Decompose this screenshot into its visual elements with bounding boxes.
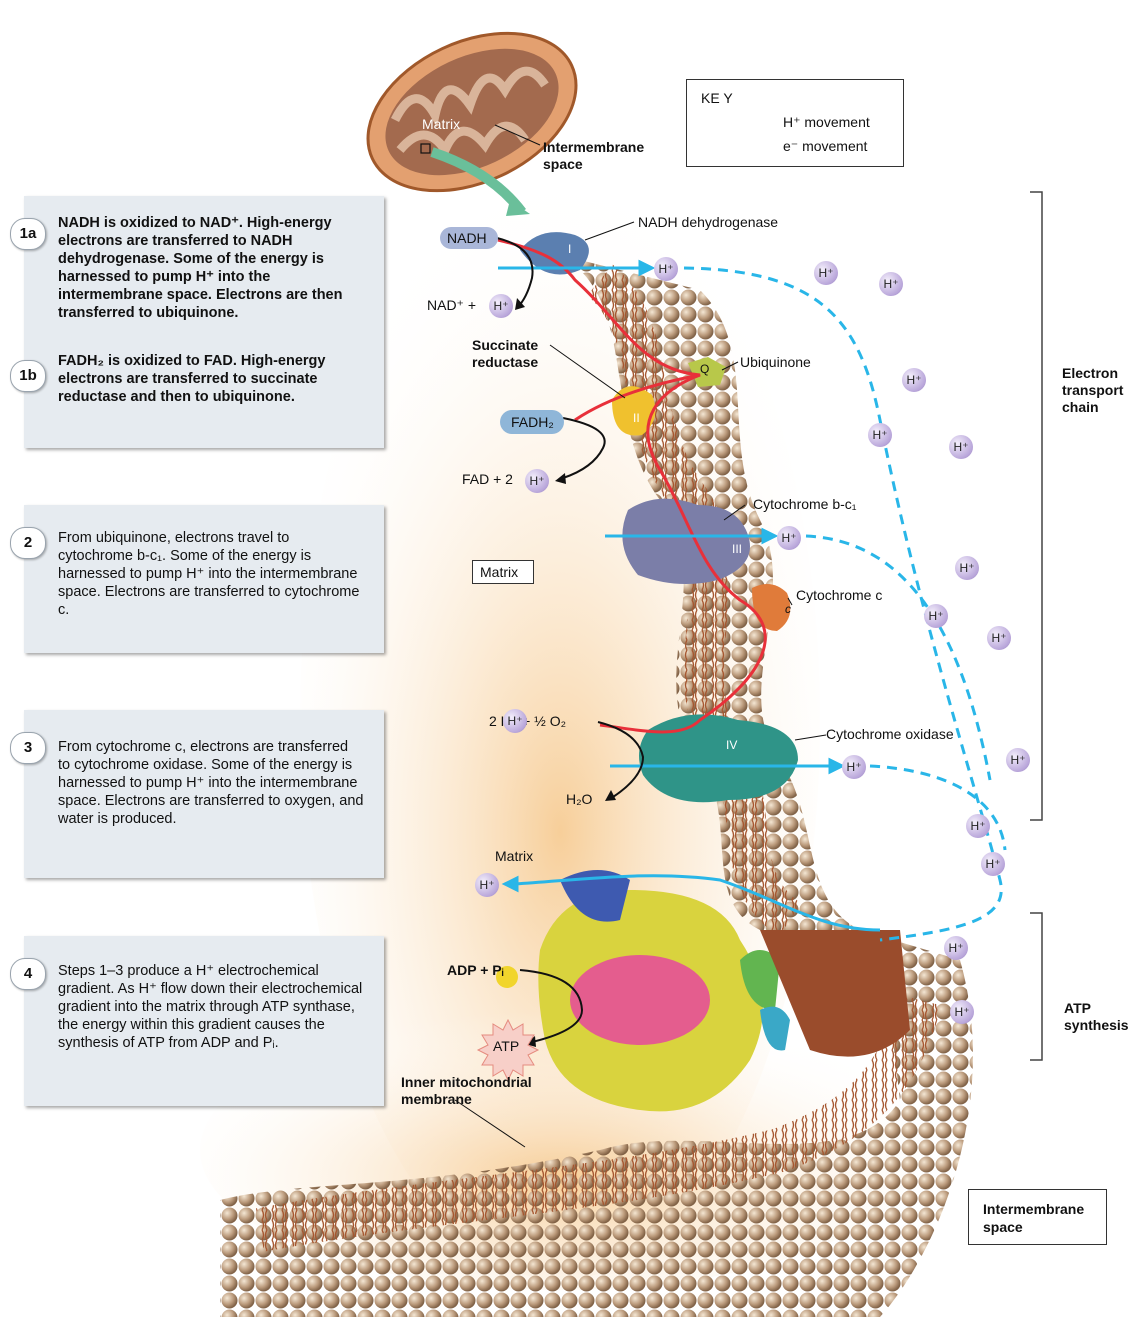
h-ion: H⁺ — [475, 873, 499, 897]
step-3-text: From cytochrome c, electrons are transfe… — [58, 738, 364, 828]
step-panel-4: 4 Steps 1–3 produce a H⁺ electrochemical… — [24, 936, 384, 1106]
label-cytochrome-bc1: Cytochrome b-c₁ — [753, 496, 857, 513]
step-badge-4: 4 — [10, 958, 46, 990]
legend-title: KE Y — [701, 90, 733, 107]
h-ion: H⁺ — [868, 423, 892, 447]
step-2-text: From ubiquinone, electrons travel to cyt… — [58, 529, 364, 619]
label-ubiquinone: Ubiquinone — [740, 354, 811, 371]
h-ion: H⁺ — [955, 556, 979, 580]
step-badge-2: 2 — [10, 527, 46, 559]
label-nad-plus: NAD⁺ + — [427, 297, 476, 314]
h-ion: H⁺ — [966, 814, 990, 838]
complex-I-label: I — [568, 242, 571, 256]
h-ion: H⁺ — [503, 709, 527, 733]
label-atp-synthesis: ATP synthesis — [1064, 1000, 1129, 1034]
h-ion: H⁺ — [924, 604, 948, 628]
h-ion: H⁺ — [842, 755, 866, 779]
label-adp-pi: ADP + Pᵢ — [447, 962, 504, 979]
step-badge-1b: 1b — [10, 360, 46, 392]
label-cytochrome-oxidase: Cytochrome oxidase — [826, 726, 954, 743]
h-ion: H⁺ — [981, 852, 1005, 876]
label-matrix-lower: Matrix — [495, 848, 533, 865]
h-ion: H⁺ — [949, 435, 973, 459]
label-oxygen-reaction: 2 H⁺ + ½ O₂ — [489, 713, 566, 730]
label-atp: ATP — [493, 1038, 519, 1055]
label-complex-c: c — [785, 601, 791, 618]
legend-e-movement: e⁻ movement — [783, 138, 867, 155]
step-badge-1a: 1a — [10, 218, 46, 250]
label-succinate-reductase: Succinate reductase — [472, 337, 538, 371]
step-panel-1: 1a NADH is oxidized to NAD⁺. High-energy… — [24, 196, 384, 448]
label-fadh2: FADH₂ — [511, 414, 554, 431]
label-complex-III: III — [732, 541, 742, 558]
mito-matrix-label: Matrix — [422, 116, 460, 133]
h-ion: H⁺ — [654, 257, 678, 281]
label-complex-II: II — [633, 410, 640, 427]
h-ion: H⁺ — [950, 1000, 974, 1024]
h-ion: H⁺ — [777, 526, 801, 550]
h-ion: H⁺ — [944, 936, 968, 960]
h-ion: H⁺ — [902, 368, 926, 392]
label-nadh-dehydrogenase: NADH dehydrogenase — [638, 214, 778, 231]
h-ion: H⁺ — [1006, 748, 1030, 772]
label-matrix-box: Matrix — [472, 560, 534, 584]
h-ion: H⁺ — [879, 272, 903, 296]
label-nadh: NADH — [447, 230, 487, 247]
label-electron-transport-chain: Electron transport chain — [1062, 365, 1123, 416]
step-1b-text: FADH₂ is oxidized to FAD. High-energy el… — [58, 352, 364, 406]
h-ion: H⁺ — [814, 261, 838, 285]
h-ion: H⁺ — [525, 469, 549, 493]
label-intermembrane-box: Intermembrane space — [968, 1189, 1107, 1245]
step-badge-3: 3 — [10, 732, 46, 764]
label-complex-Q: Q — [700, 361, 709, 378]
legend-h-movement: H⁺ movement — [783, 114, 870, 131]
label-cytochrome-c: Cytochrome c — [796, 587, 882, 604]
label-complex-IV: IV — [726, 737, 737, 754]
label-inner-membrane: Inner mitochondrial membrane — [401, 1074, 532, 1108]
step-4-text: Steps 1–3 produce a H⁺ electrochemical g… — [58, 962, 364, 1052]
label-h2o: H₂O — [566, 791, 592, 808]
h-ion: H⁺ — [489, 294, 513, 318]
step-1a-text: NADH is oxidized to NAD⁺. High-energy el… — [58, 214, 364, 322]
h-ion: H⁺ — [987, 626, 1011, 650]
step-panel-3: 3 From cytochrome c, electrons are trans… — [24, 710, 384, 878]
step-panel-2: 2 From ubiquinone, electrons travel to c… — [24, 505, 384, 653]
mito-intermembrane-label: Intermembrane space — [543, 139, 644, 173]
legend-box: KE Y H⁺ movement e⁻ movement — [686, 79, 904, 167]
label-fad: FAD + 2 — [462, 471, 513, 488]
